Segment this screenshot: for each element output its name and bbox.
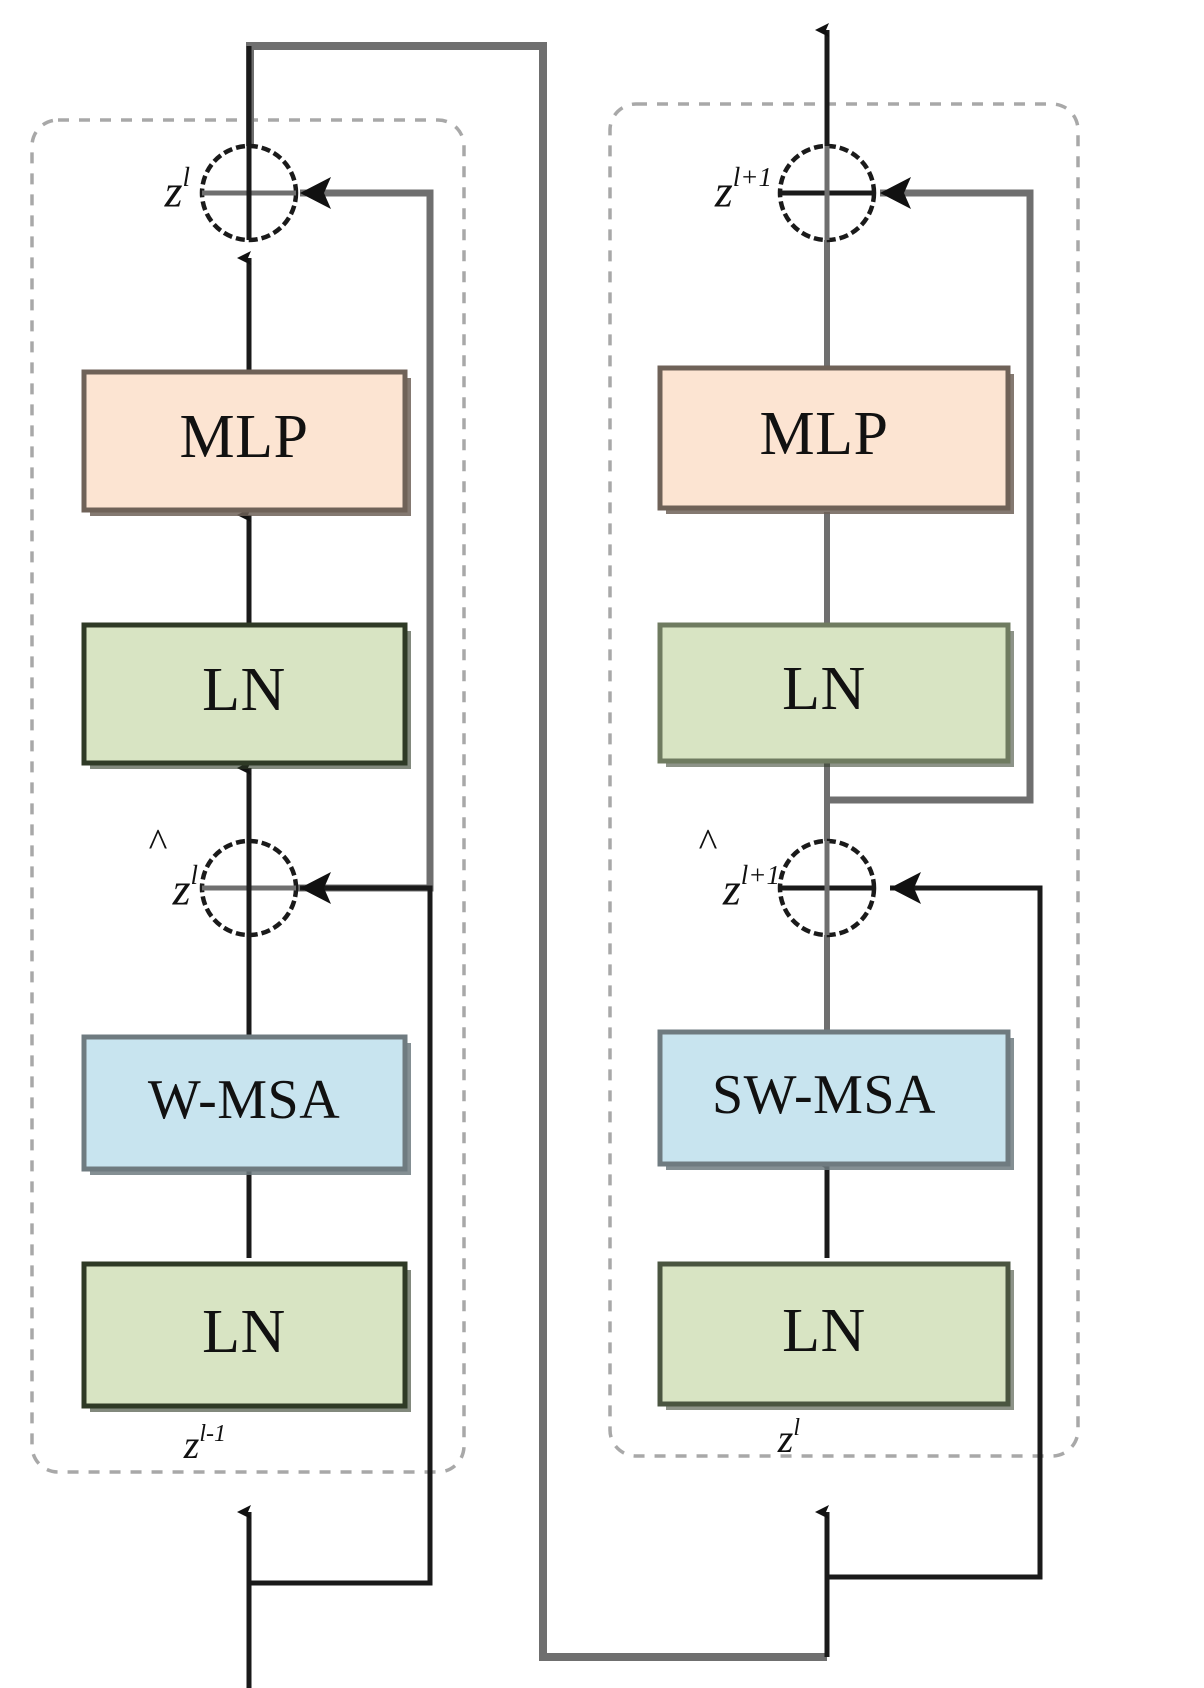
block-l-output-signal-label: zl: [164, 162, 190, 216]
block-l-plus-1-mlp-label: MLP: [760, 400, 889, 468]
block-l-layer-w-msa[interactable]: W-MSA: [81, 1034, 411, 1175]
block-l-mlp-label: MLP: [180, 403, 309, 471]
block-l-plus-1-input-signal-label: zl: [777, 1415, 801, 1462]
block-l-plus-1-residual-top-arrowhead: [880, 177, 911, 209]
block-l-layer-ln-bottom[interactable]: LN: [81, 1261, 411, 1412]
interblock-bottom-connector: [539, 1513, 827, 1661]
block-l-plus-1-residual-top: [827, 189, 1034, 804]
block-l-plus-1-mid-signal-label: zl+1: [722, 860, 780, 914]
block-l-layer-mlp[interactable]: MLP: [81, 369, 411, 516]
block-l-plus-1-mid-signal-hat: ^: [699, 820, 718, 865]
block-l-plus-1-input-signal-sup: l: [793, 1415, 800, 1441]
block-l-plus-1-ln-bottom-label: LN: [782, 1297, 866, 1365]
block-l-mid-signal-hat: ^: [149, 820, 168, 865]
block-l-plus-1-layer-ln-bottom[interactable]: LN: [657, 1261, 1014, 1410]
block-l-add-top[interactable]: [199, 143, 299, 243]
block-l-mid-signal-sup: l: [190, 860, 198, 890]
block-l-residual-top-arrowhead: [300, 177, 331, 209]
block-l-add-mid[interactable]: [199, 838, 299, 938]
block-l-residual-top: [249, 189, 434, 892]
block-l-residual-bottom-arrowhead: [300, 872, 331, 904]
block-l-plus-1-output-signal-label: zl+1: [714, 162, 772, 216]
block-l-plus-1-dashed-container: [608, 102, 1080, 1458]
block-l-plus-1-mid-signal-sup: l+1: [741, 860, 780, 890]
block-l-plus-1-add-top[interactable]: [777, 143, 877, 243]
block-l-layer-ln-top[interactable]: LN: [81, 622, 411, 769]
block-l-input-signal-label: zl-1: [183, 1421, 226, 1468]
block-l-attn-label: W-MSA: [148, 1069, 340, 1131]
block-l-plus-1-layer-sw-msa[interactable]: SW-MSA: [657, 1029, 1014, 1170]
block-l-residual-bottom: [249, 885, 433, 1586]
block-l-output-signal-sup: l: [182, 162, 190, 192]
block-l-plus-1-ln-top-label: LN: [782, 655, 866, 723]
block-l-ln-bottom-label: LN: [202, 1298, 286, 1366]
block-l-input-signal-sup: l-1: [199, 1421, 226, 1447]
block-l-plus-1-residual-bottom: [827, 885, 1043, 1580]
block-l-plus-1-attn-label: SW-MSA: [712, 1064, 936, 1126]
block-l-plus-1-layer-mlp[interactable]: MLP: [657, 365, 1014, 514]
block-l-plus-1-layer-ln-top[interactable]: LN: [657, 622, 1014, 767]
block-l-mid-signal-label: zl: [172, 860, 198, 914]
block-l-plus-1-output-signal-sup: l+1: [733, 162, 772, 192]
block-l-plus-1-add-mid[interactable]: [777, 838, 877, 938]
block-l-ln-top-label: LN: [202, 656, 286, 724]
block-l-plus-1-residual-bottom-arrowhead: [890, 872, 921, 904]
